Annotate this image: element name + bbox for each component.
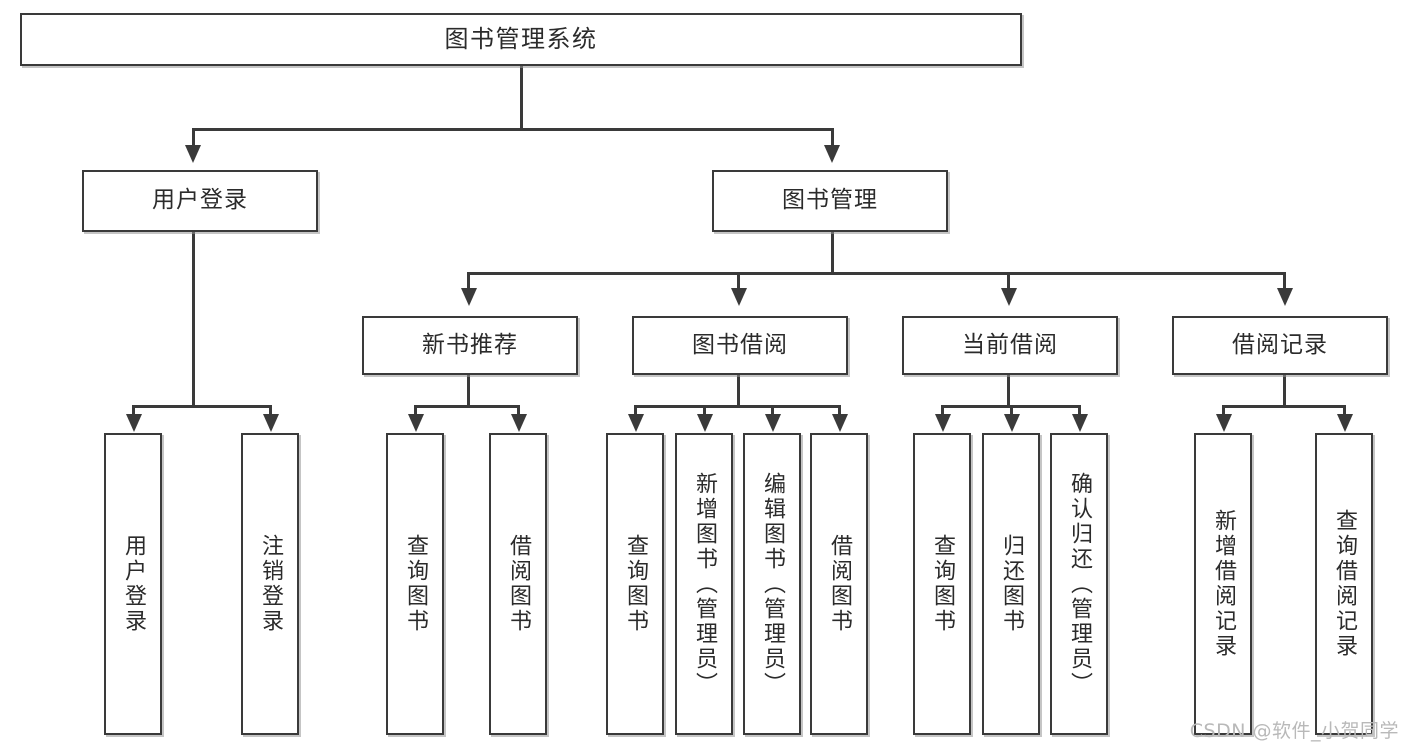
leaf-confirm-return[interactable]: 确认归还（管理员） bbox=[1050, 433, 1108, 735]
leaf-query-book-recommend[interactable]: 查询图书 bbox=[386, 433, 444, 735]
leaf-return-book-label: 归还图书 bbox=[998, 534, 1024, 634]
watermark: CSDN @软件_小贺同学 bbox=[1189, 720, 1399, 742]
arrow-newbookrec-to-borrow-book bbox=[511, 414, 527, 432]
leaf-query-book-current-label: 查询图书 bbox=[929, 534, 955, 634]
connector-borrowrecord-bus bbox=[1222, 405, 1346, 408]
node-user-login-label: 用户登录 bbox=[152, 187, 248, 214]
connector-bookborrow-drop-4 bbox=[838, 405, 841, 417]
arrow-root-to-book-manage bbox=[824, 145, 840, 163]
node-root[interactable]: 图书管理系统 bbox=[20, 13, 1022, 66]
node-current-borrow-label: 当前借阅 bbox=[962, 331, 1058, 358]
node-book-manage-label: 图书管理 bbox=[782, 187, 878, 214]
leaf-confirm-return-label: 确认归还（管理员） bbox=[1066, 471, 1092, 697]
leaf-edit-book[interactable]: 编辑图书（管理员） bbox=[743, 433, 801, 735]
leaf-edit-book-label: 编辑图书（管理员） bbox=[759, 471, 785, 697]
arrow-bookborrow-to-borrow-book bbox=[832, 414, 848, 432]
connector-currentborrow-drop-2 bbox=[1010, 405, 1013, 417]
connector-bookborrow-drop-3 bbox=[771, 405, 774, 417]
connector-userlogin-drop-2 bbox=[269, 405, 272, 417]
arrow-bookmanage-to-borrow-record bbox=[1277, 288, 1293, 306]
connector-newbookrec-bus bbox=[414, 405, 520, 408]
arrow-bookmanage-to-new-book-rec bbox=[461, 288, 477, 306]
connector-bookmanage-drop-4 bbox=[1283, 272, 1286, 290]
leaf-borrow-book-recommend[interactable]: 借阅图书 bbox=[489, 433, 547, 735]
connector-newbookrec-drop-2 bbox=[517, 405, 520, 417]
arrow-bookmanage-to-current-borrow bbox=[1001, 288, 1017, 306]
connector-bookborrow-stem bbox=[737, 375, 740, 407]
leaf-add-borrow-record[interactable]: 新增借阅记录 bbox=[1194, 433, 1252, 735]
connector-bookborrow-drop-2 bbox=[703, 405, 706, 417]
arrow-root-to-user-login bbox=[185, 145, 201, 163]
node-new-book-recommend-label: 新书推荐 bbox=[422, 331, 518, 358]
connector-root-drop-bookmanage bbox=[831, 128, 834, 148]
connector-bookmanage-drop-2 bbox=[737, 272, 740, 290]
connector-userlogin-drop-1 bbox=[132, 405, 135, 417]
arrow-bookmanage-to-book-borrow bbox=[731, 288, 747, 306]
arrow-newbookrec-to-query-book bbox=[408, 414, 424, 432]
connector-currentborrow-drop-1 bbox=[941, 405, 944, 417]
connector-currentborrow-drop-3 bbox=[1078, 405, 1081, 417]
leaf-borrow-book[interactable]: 借阅图书 bbox=[810, 433, 868, 735]
leaf-query-book-borrow[interactable]: 查询图书 bbox=[606, 433, 664, 735]
node-user-login[interactable]: 用户登录 bbox=[82, 170, 318, 232]
arrow-userlogin-to-leaf-login bbox=[126, 414, 142, 432]
leaf-add-borrow-record-label: 新增借阅记录 bbox=[1210, 509, 1236, 659]
leaf-user-login[interactable]: 用户登录 bbox=[104, 433, 162, 735]
leaf-query-borrow-record[interactable]: 查询借阅记录 bbox=[1315, 433, 1373, 735]
connector-bookmanage-stem bbox=[831, 232, 834, 274]
connector-root-stem bbox=[520, 65, 523, 130]
node-book-borrow[interactable]: 图书借阅 bbox=[632, 316, 848, 375]
leaf-user-login-label: 用户登录 bbox=[120, 534, 146, 634]
connector-borrowrecord-drop-2 bbox=[1343, 405, 1346, 417]
connector-newbookrec-stem bbox=[467, 375, 470, 407]
arrow-bookborrow-to-query-book bbox=[628, 414, 644, 432]
node-current-borrow[interactable]: 当前借阅 bbox=[902, 316, 1118, 375]
leaf-query-book-current[interactable]: 查询图书 bbox=[913, 433, 971, 735]
leaf-query-book-borrow-label: 查询图书 bbox=[622, 534, 648, 634]
leaf-user-logout-label: 注销登录 bbox=[257, 534, 283, 634]
leaf-borrow-book-recommend-label: 借阅图书 bbox=[505, 534, 531, 634]
connector-root-drop-user bbox=[192, 128, 195, 148]
connector-borrowrecord-stem bbox=[1283, 375, 1286, 407]
connector-bookmanage-drop-1 bbox=[467, 272, 470, 290]
connector-userlogin-bus bbox=[132, 405, 272, 408]
leaf-query-book-recommend-label: 查询图书 bbox=[402, 534, 428, 634]
arrow-bookborrow-to-add-book bbox=[697, 414, 713, 432]
leaf-add-book-label: 新增图书（管理员） bbox=[691, 471, 717, 697]
arrow-borrowrecord-to-add-record bbox=[1216, 414, 1232, 432]
leaf-borrow-book-label: 借阅图书 bbox=[826, 534, 852, 634]
node-borrow-record-label: 借阅记录 bbox=[1232, 331, 1328, 358]
leaf-user-logout[interactable]: 注销登录 bbox=[241, 433, 299, 735]
arrow-currentborrow-to-return-book bbox=[1004, 414, 1020, 432]
leaf-query-borrow-record-label: 查询借阅记录 bbox=[1331, 509, 1357, 659]
node-root-label: 图书管理系统 bbox=[444, 25, 598, 54]
arrow-currentborrow-to-query-book bbox=[935, 414, 951, 432]
connector-currentborrow-stem bbox=[1007, 375, 1010, 407]
node-book-manage[interactable]: 图书管理 bbox=[712, 170, 948, 232]
connector-newbookrec-drop-1 bbox=[414, 405, 417, 417]
arrow-bookborrow-to-edit-book bbox=[765, 414, 781, 432]
connector-borrowrecord-drop-1 bbox=[1222, 405, 1225, 417]
leaf-add-book[interactable]: 新增图书（管理员） bbox=[675, 433, 733, 735]
connector-bookmanage-bus bbox=[467, 272, 1286, 275]
arrow-userlogin-to-leaf-logout bbox=[263, 414, 279, 432]
arrow-borrowrecord-to-query-record bbox=[1337, 414, 1353, 432]
node-new-book-recommend[interactable]: 新书推荐 bbox=[362, 316, 578, 375]
connector-userlogin-stem bbox=[192, 232, 195, 407]
connector-root-bus bbox=[192, 128, 834, 131]
node-book-borrow-label: 图书借阅 bbox=[692, 331, 788, 358]
leaf-return-book[interactable]: 归还图书 bbox=[982, 433, 1040, 735]
arrow-currentborrow-to-confirm-return bbox=[1072, 414, 1088, 432]
connector-bookmanage-drop-3 bbox=[1007, 272, 1010, 290]
connector-bookborrow-bus bbox=[634, 405, 840, 408]
node-borrow-record[interactable]: 借阅记录 bbox=[1172, 316, 1388, 375]
connector-bookborrow-drop-1 bbox=[634, 405, 637, 417]
